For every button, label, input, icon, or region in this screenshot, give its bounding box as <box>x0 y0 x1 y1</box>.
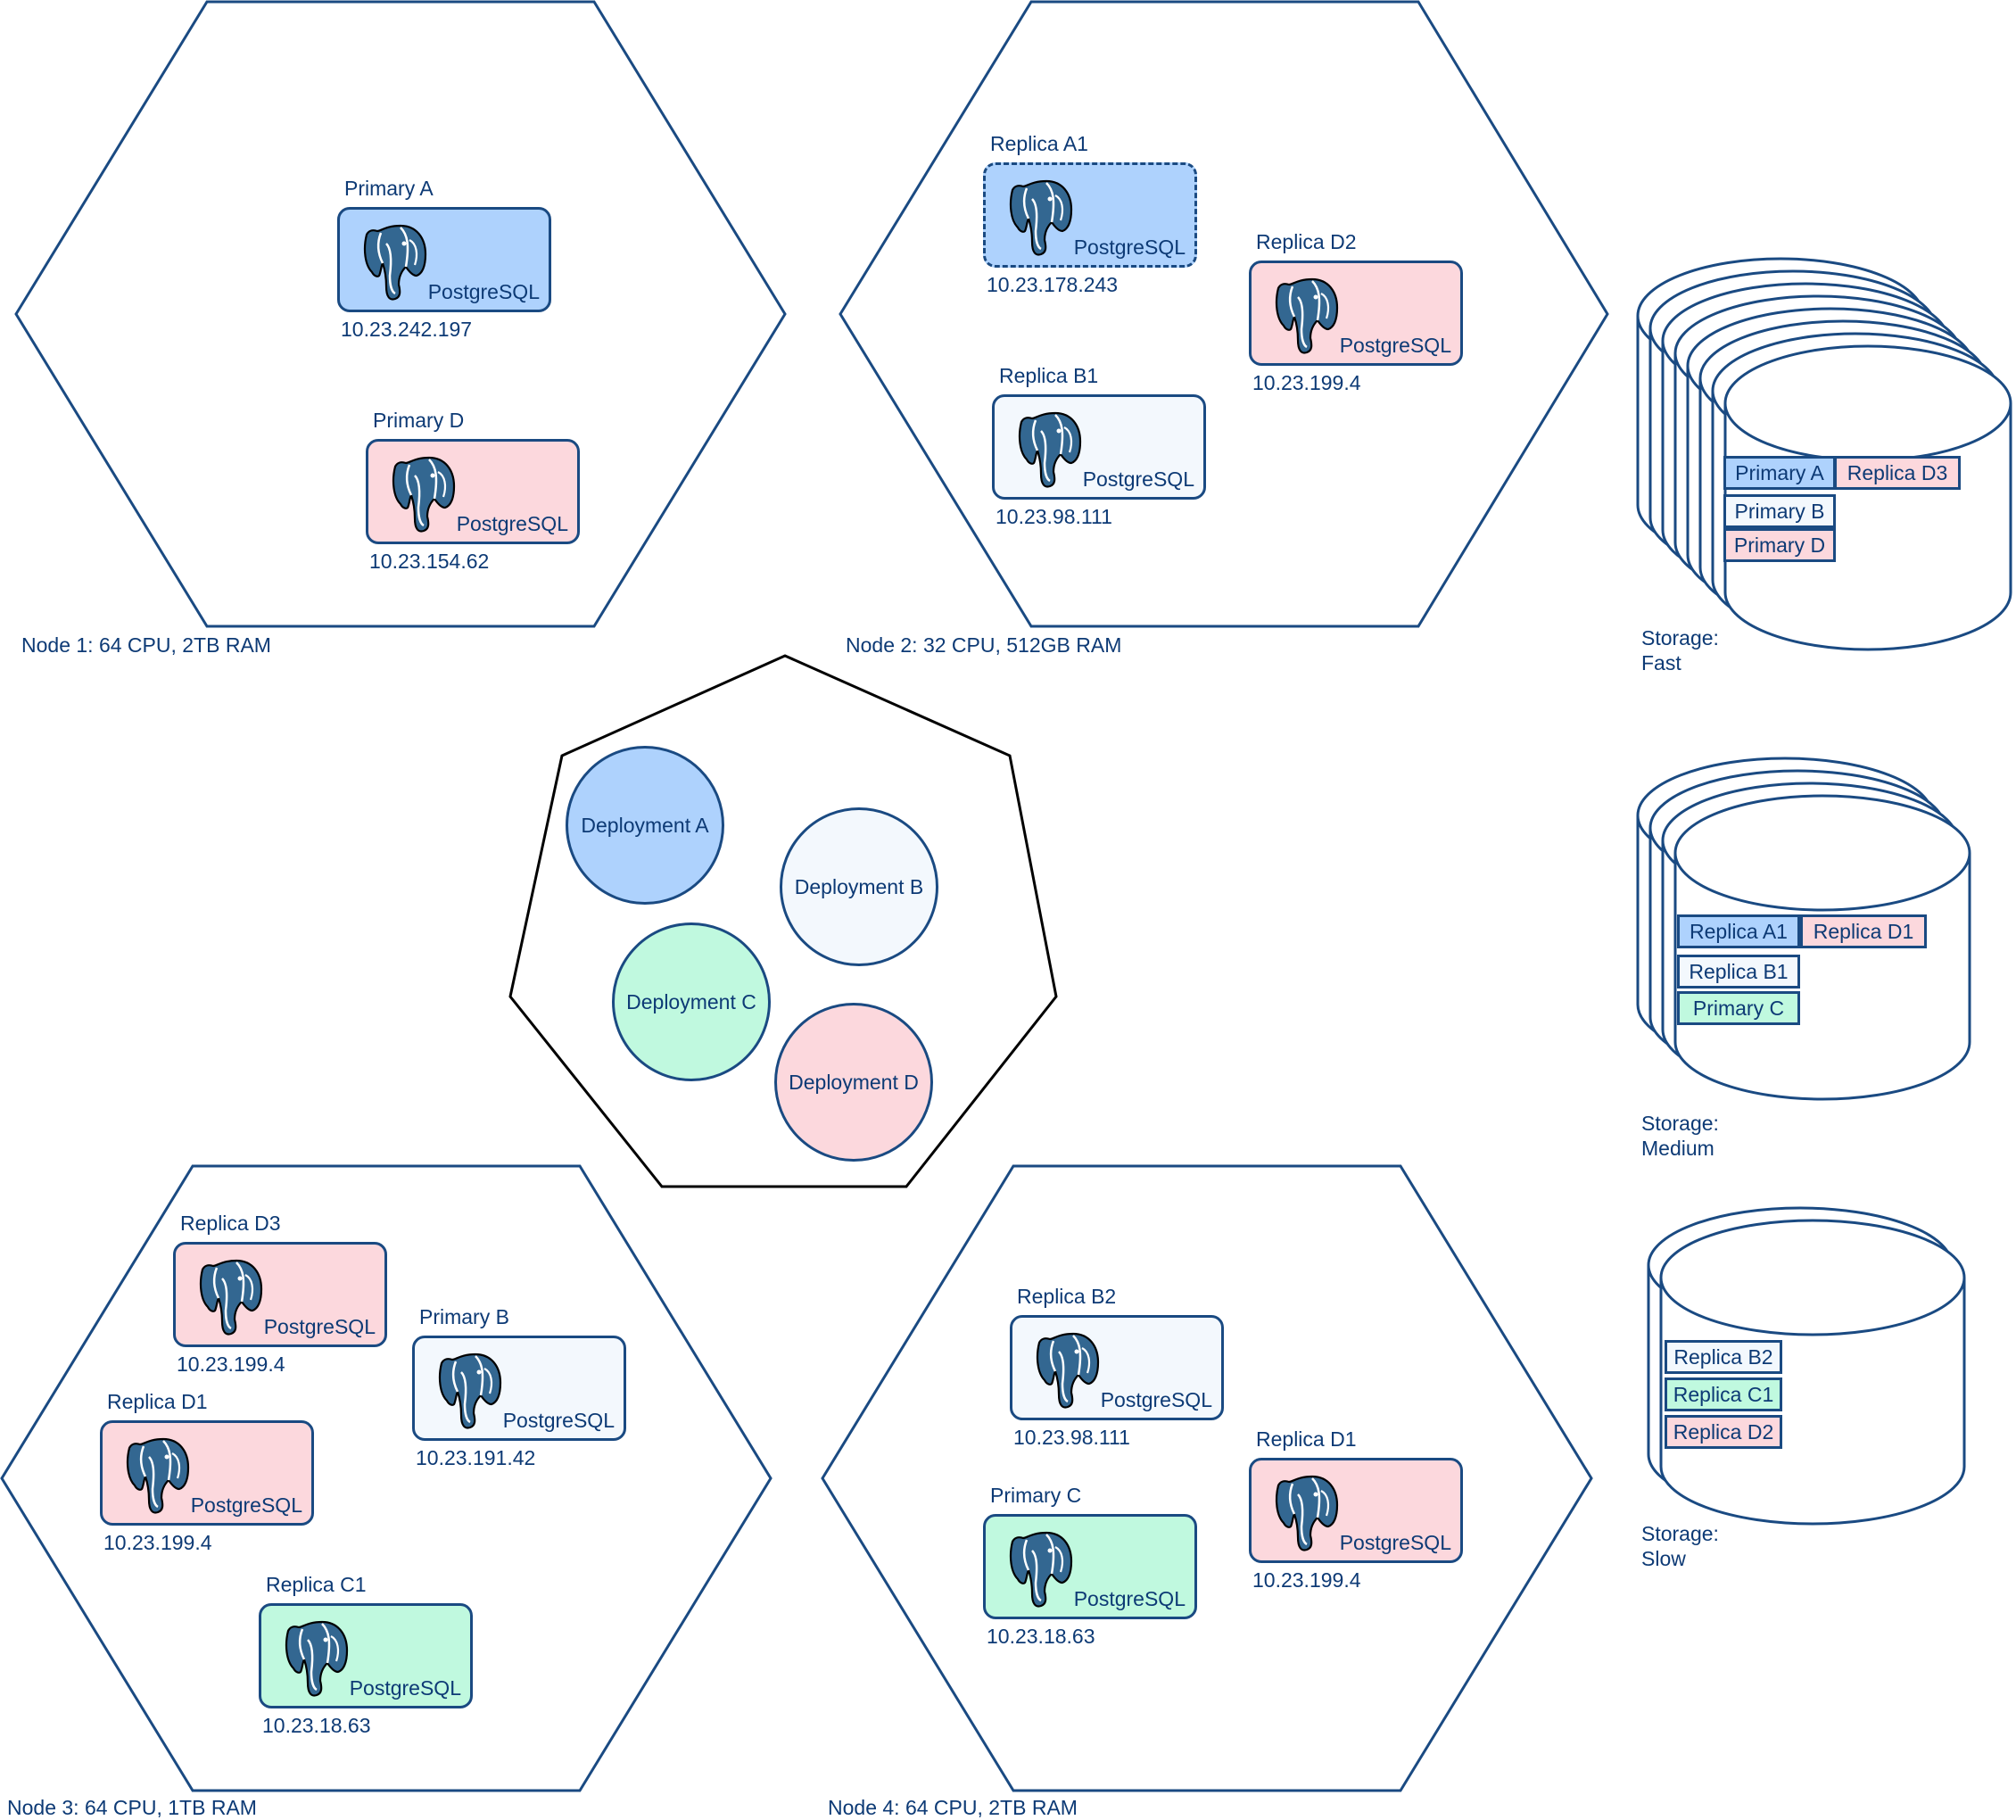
node-1-hexagon <box>14 0 787 628</box>
instance-10-card[interactable]: PostgreSQL <box>1010 1315 1224 1420</box>
deployment-c-circle[interactable]: Deployment C <box>612 922 771 1081</box>
deployment-b-label: Deployment B <box>794 874 924 898</box>
instance-11-engine: PostgreSQL <box>1073 1587 1186 1610</box>
storage-medium-volume-1[interactable]: Replica A1 <box>1677 914 1800 948</box>
instance-3-card[interactable]: PostgreSQL <box>983 162 1197 268</box>
postgresql-elephant-icon <box>1018 411 1082 488</box>
instance-8-ip: 10.23.199.4 <box>103 1531 212 1554</box>
node-2-hexagon <box>839 0 1609 628</box>
instance-4-name: Replica D2 <box>1256 230 1357 253</box>
cyl-medium-layer-rim-4 <box>1673 852 1971 912</box>
instance-12-ip: 10.23.199.4 <box>1252 1568 1361 1592</box>
instance-11-ip: 10.23.18.63 <box>987 1625 1095 1648</box>
instance-4-card[interactable]: PostgreSQL <box>1249 261 1463 366</box>
instance-2-ip: 10.23.154.62 <box>369 550 490 573</box>
instance-6-name: Replica D3 <box>180 1212 281 1235</box>
instance-8-engine: PostgreSQL <box>190 1493 302 1517</box>
postgresql-elephant-icon <box>1036 1332 1100 1409</box>
instance-7-ip: 10.23.191.42 <box>416 1446 536 1469</box>
instance-1-engine: PostgreSQL <box>427 280 540 303</box>
deployment-d-circle[interactable]: Deployment D <box>774 1003 933 1162</box>
instance-5-engine: PostgreSQL <box>1082 467 1194 491</box>
storage-slow-volume-2[interactable]: Replica C1 <box>1665 1377 1782 1411</box>
instance-12-name: Replica D1 <box>1256 1427 1357 1451</box>
storage-fast-volume-4[interactable]: Primary D <box>1723 528 1836 562</box>
node-3-label: Node 3: 64 CPU, 1TB RAM <box>7 1796 257 1819</box>
storage-fast-cylinder <box>1636 257 2012 651</box>
postgresql-elephant-icon <box>126 1437 190 1514</box>
postgresql-elephant-icon <box>285 1620 349 1697</box>
instance-1-name: Primary A <box>344 177 434 200</box>
instance-3-name: Replica A1 <box>990 132 1088 155</box>
instance-2-engine: PostgreSQL <box>456 512 568 535</box>
instance-1-ip: 10.23.242.197 <box>341 318 473 341</box>
instance-8-card[interactable]: PostgreSQL <box>100 1420 314 1526</box>
storage-medium-label-line2: Medium <box>1641 1137 1714 1160</box>
instance-9-card[interactable]: PostgreSQL <box>259 1603 473 1708</box>
deployment-a-label: Deployment A <box>581 813 709 837</box>
postgresql-elephant-icon <box>199 1259 263 1336</box>
node-4-label: Node 4: 64 CPU, 2TB RAM <box>828 1796 1078 1819</box>
instance-7-card[interactable]: PostgreSQL <box>412 1336 626 1441</box>
instance-5-card[interactable]: PostgreSQL <box>992 394 1206 500</box>
instance-4-ip: 10.23.199.4 <box>1252 371 1361 394</box>
instance-1-card[interactable]: PostgreSQL <box>337 207 551 312</box>
deployment-a-circle[interactable]: Deployment A <box>566 746 724 905</box>
node-4-hexagon <box>821 1164 1593 1792</box>
instance-11-name: Primary C <box>990 1484 1082 1507</box>
storage-slow-volume-1[interactable]: Replica B2 <box>1665 1340 1782 1374</box>
node-2-label: Node 2: 32 CPU, 512GB RAM <box>846 633 1122 657</box>
instance-9-engine: PostgreSQL <box>349 1676 461 1700</box>
deployment-c-label: Deployment C <box>626 989 756 1013</box>
instance-12-engine: PostgreSQL <box>1339 1531 1451 1554</box>
storage-medium-volume-3[interactable]: Replica B1 <box>1677 955 1800 989</box>
instance-2-card[interactable]: PostgreSQL <box>366 439 580 544</box>
instance-10-ip: 10.23.98.111 <box>1013 1426 1130 1449</box>
instance-8-name: Replica D1 <box>107 1390 208 1413</box>
postgresql-elephant-icon <box>1009 1531 1073 1608</box>
cyl-fast-layer-8 <box>1723 344 2012 651</box>
instance-6-ip: 10.23.199.4 <box>177 1353 285 1376</box>
storage-medium-volume-2[interactable]: Replica D1 <box>1800 914 1927 948</box>
storage-slow-label-line1: Storage: <box>1641 1522 1719 1545</box>
postgresql-elephant-icon <box>1009 179 1073 256</box>
storage-slow-volume-3[interactable]: Replica D2 <box>1665 1415 1782 1449</box>
instance-9-name: Replica C1 <box>266 1573 367 1596</box>
instance-12-card[interactable]: PostgreSQL <box>1249 1458 1463 1563</box>
deployment-b-circle[interactable]: Deployment B <box>780 807 938 966</box>
instance-6-engine: PostgreSQL <box>263 1315 376 1338</box>
storage-fast-volume-2[interactable]: Replica D3 <box>1834 456 1961 490</box>
storage-fast-volume-3[interactable]: Primary B <box>1723 494 1836 528</box>
postgresql-elephant-icon <box>438 1353 502 1429</box>
postgresql-elephant-icon <box>1275 1475 1339 1551</box>
instance-6-card[interactable]: PostgreSQL <box>173 1242 387 1347</box>
instance-9-ip: 10.23.18.63 <box>262 1714 371 1737</box>
cyl-slow-layer-rim-2 <box>1659 1277 1966 1336</box>
postgresql-elephant-icon <box>363 224 427 301</box>
postgresql-elephant-icon <box>392 456 456 533</box>
instance-10-engine: PostgreSQL <box>1100 1388 1212 1411</box>
deployment-d-label: Deployment D <box>789 1070 919 1094</box>
storage-medium-label-line1: Storage: <box>1641 1112 1719 1135</box>
postgresql-elephant-icon <box>1275 277 1339 354</box>
instance-4-engine: PostgreSQL <box>1339 334 1451 357</box>
instance-2-name: Primary D <box>373 409 465 432</box>
storage-fast-volume-1[interactable]: Primary A <box>1723 456 1836 490</box>
instance-5-ip: 10.23.98.111 <box>996 505 1112 528</box>
instance-11-card[interactable]: PostgreSQL <box>983 1514 1197 1619</box>
instance-7-name: Primary B <box>419 1305 509 1328</box>
instance-7-engine: PostgreSQL <box>502 1409 615 1432</box>
storage-medium-volume-4[interactable]: Primary C <box>1677 991 1800 1025</box>
storage-fast-label-line1: Storage: <box>1641 626 1719 649</box>
instance-10-name: Replica B2 <box>1017 1285 1117 1308</box>
node-1-label: Node 1: 64 CPU, 2TB RAM <box>21 633 271 657</box>
storage-slow-label-line2: Slow <box>1641 1547 1686 1570</box>
instance-5-name: Replica B1 <box>999 364 1099 387</box>
instance-3-engine: PostgreSQL <box>1073 236 1186 259</box>
instance-3-ip: 10.23.178.243 <box>987 273 1119 296</box>
storage-fast-label-line2: Fast <box>1641 651 1681 674</box>
